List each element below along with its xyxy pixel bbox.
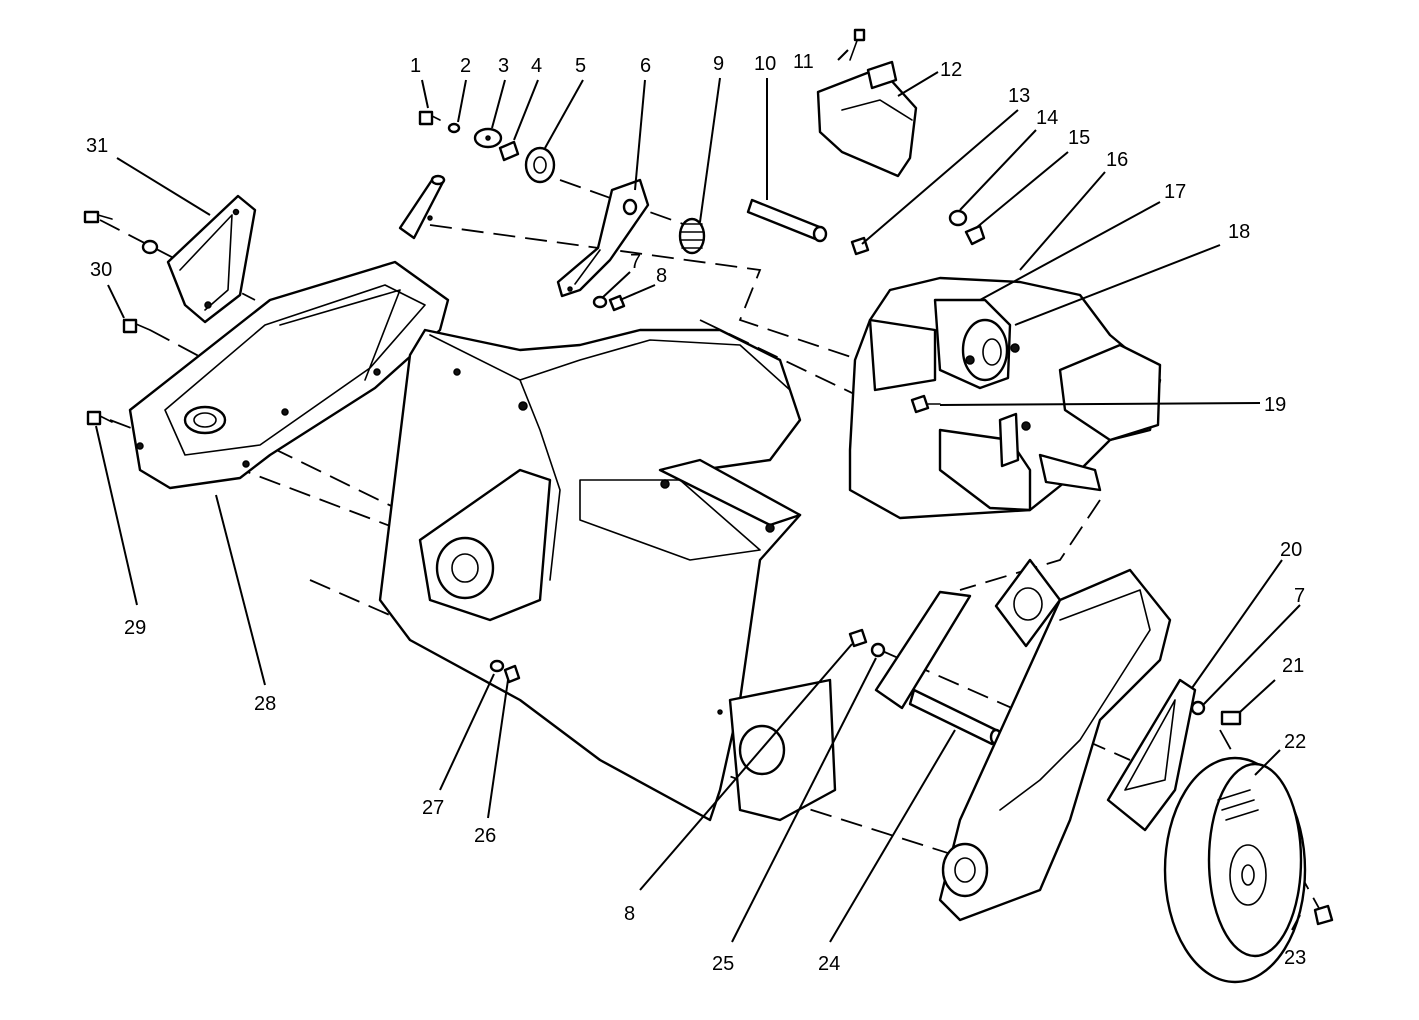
callout-14: 14 [1036, 107, 1058, 129]
callout-31: 31 [86, 135, 108, 157]
callout-6: 6 [640, 55, 651, 77]
auger-housing [378, 328, 837, 822]
callout-21: 21 [1282, 655, 1304, 677]
callout-15: 15 [1068, 127, 1090, 149]
callout-18: 18 [1228, 221, 1250, 243]
pivot-shaft [398, 174, 446, 240]
callout-16: 16 [1106, 149, 1128, 171]
right-side-plate [938, 568, 1172, 922]
callout-30: 30 [90, 259, 112, 281]
callout-7-upper: 7 [630, 251, 641, 273]
callout-28: 28 [254, 693, 276, 715]
part-31-bracket [166, 194, 257, 324]
part-9-gear [678, 217, 706, 255]
callout-25: 25 [712, 953, 734, 975]
callout-13: 13 [1008, 85, 1030, 107]
part-10-shaft [746, 198, 828, 243]
callout-12: 12 [940, 59, 962, 81]
callout-10: 10 [754, 53, 776, 75]
parts-1-to-5-hardware [418, 110, 556, 184]
callout-4: 4 [531, 55, 542, 77]
part-20-bracket [1106, 678, 1197, 832]
callout-17: 17 [1164, 181, 1186, 203]
callout-29: 29 [124, 617, 146, 639]
part-22-wheel [1163, 756, 1307, 984]
callout-24: 24 [818, 953, 840, 975]
part-24-axle [908, 688, 1003, 746]
callout-8-lower: 8 [624, 903, 635, 925]
callout-9: 9 [713, 53, 724, 75]
callout-22: 22 [1284, 731, 1306, 753]
washer-nut-7-8 [592, 294, 626, 312]
callout-1: 1 [410, 55, 421, 77]
part-23-hub-cap [1313, 904, 1334, 926]
callout-26: 26 [474, 825, 496, 847]
parts-8-25-hardware [848, 628, 886, 658]
parts-7-21-hardware [1190, 700, 1242, 726]
part-28-side-housing [128, 260, 450, 490]
callout-27: 27 [422, 797, 444, 819]
motor-gearbox-assembly [848, 276, 1162, 520]
callout-7-lower: 7 [1294, 585, 1305, 607]
callout-labels: 1 2 3 4 5 6 9 10 11 12 13 14 15 16 17 18… [86, 51, 1306, 975]
parts-14-15-clip [948, 209, 986, 246]
parts-26-27-hardware [489, 659, 521, 684]
callout-19: 19 [1264, 394, 1286, 416]
callout-2: 2 [460, 55, 471, 77]
leader-lines [95, 49, 1301, 943]
scraper-bar [874, 590, 972, 710]
left-fasteners [83, 210, 159, 426]
part-12-switch-box [816, 28, 918, 178]
callout-20: 20 [1280, 539, 1302, 561]
callout-8-upper: 8 [656, 265, 667, 287]
callout-11: 11 [793, 51, 814, 73]
callout-5: 5 [575, 55, 586, 77]
callout-23: 23 [1284, 947, 1306, 969]
callout-3: 3 [498, 55, 509, 77]
part-6-lever [556, 178, 650, 298]
